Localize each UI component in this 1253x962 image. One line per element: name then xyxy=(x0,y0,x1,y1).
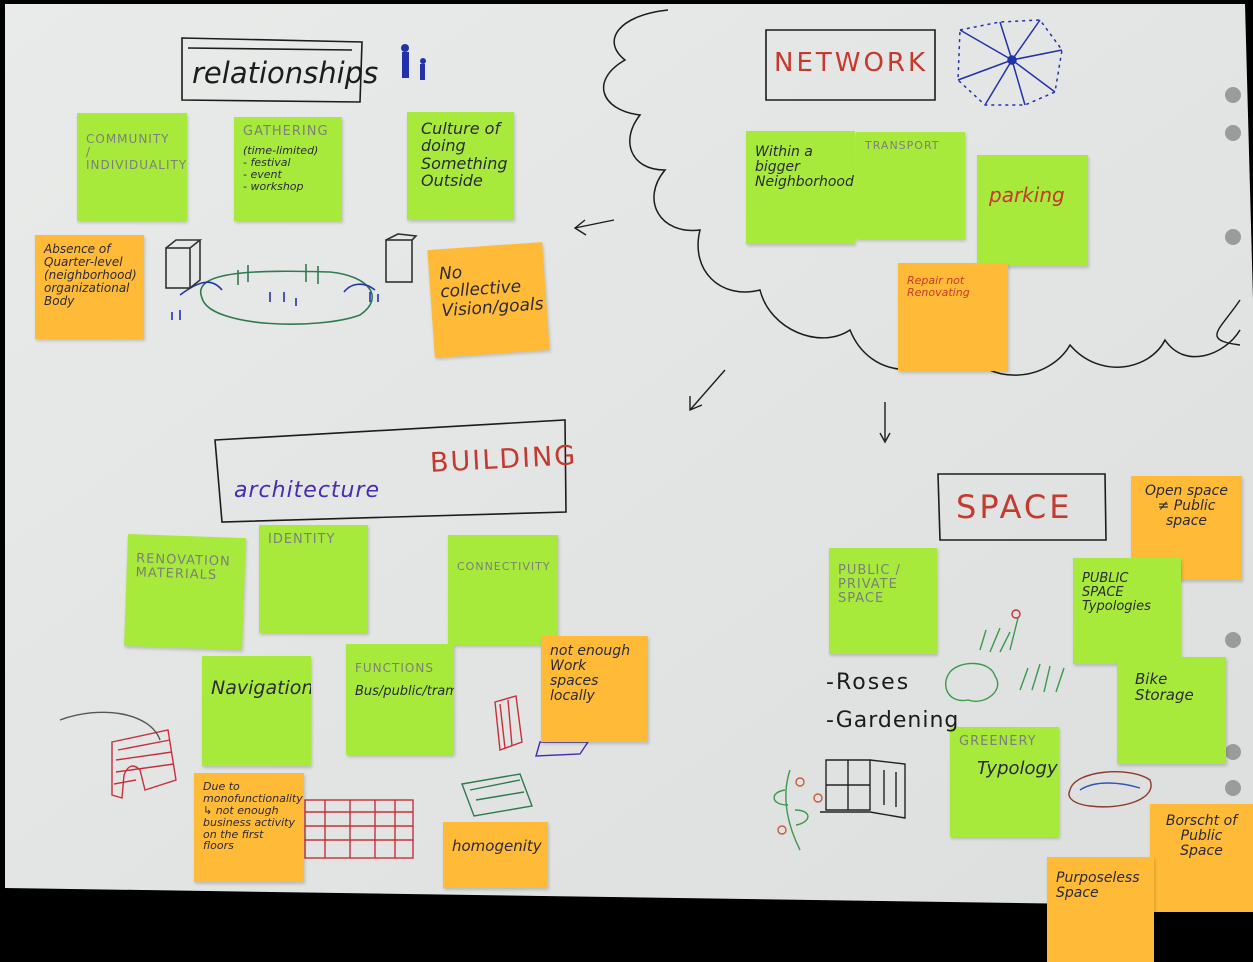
people-icon xyxy=(401,44,426,80)
note-not-enough-work: not enough Work spaces locally xyxy=(541,636,648,742)
relationships-box xyxy=(181,37,363,103)
heading-network: NETWORK xyxy=(774,48,929,78)
note-greenery-title: GREENERY xyxy=(959,734,1037,749)
note-bike-storage: Bike Storage xyxy=(1117,657,1226,764)
note-no-collective: No collective Vision/goals xyxy=(427,242,550,358)
note-gathering: GATHERING (time-limited) - festival - ev… xyxy=(234,117,342,221)
note-navigation: Navigation xyxy=(202,656,311,766)
garden-sketches xyxy=(773,609,1207,901)
heading-architecture: architecture xyxy=(234,478,381,503)
note-repair: Repair not Renovating xyxy=(898,263,1008,371)
note-transport: TRANSPORT xyxy=(856,132,965,239)
note-gathering-title: GATHERING xyxy=(243,124,329,139)
note-greenery-detail: Typology xyxy=(977,758,1058,780)
note-public-private: PUBLIC / PRIVATE SPACE xyxy=(829,548,937,654)
note-identity: IDENTITY xyxy=(259,525,368,633)
punch-holes xyxy=(1225,87,1241,796)
building-box xyxy=(214,419,567,523)
annotation-gardening: -Gardening xyxy=(826,708,960,733)
note-renovation: RENOVATION MATERIALS xyxy=(124,533,246,651)
note-monofunctionality: Due to monofunctionality ↳ not enough bu… xyxy=(194,773,304,882)
note-gathering-detail: (time-limited) - festival - event - work… xyxy=(243,144,319,193)
note-absence: Absence of Quarter-level (neighborhood) … xyxy=(35,235,144,339)
cloud-outline xyxy=(603,9,1241,376)
note-connectivity: CONNECTIVITY xyxy=(448,535,558,645)
note-community: COMMUNITY / INDIVIDUALITY xyxy=(77,113,187,221)
note-within: Within a bigger Neighborhood xyxy=(746,131,855,244)
note-functions: FUNCTIONS Bus/public/tram xyxy=(346,644,454,755)
building-sketches xyxy=(59,695,590,859)
network-box xyxy=(765,29,936,101)
heading-space: SPACE xyxy=(956,488,1073,526)
note-borscht: Borscht of Public Space xyxy=(1150,804,1253,912)
note-functions-title: FUNCTIONS xyxy=(355,661,434,675)
heading-relationships: relationships xyxy=(192,56,379,90)
annotation-roses: -Roses xyxy=(826,670,911,695)
gathering-sketch xyxy=(165,233,418,325)
note-purposeless: Purposeless Space xyxy=(1047,857,1154,962)
note-greenery: GREENERY Typology xyxy=(950,727,1059,837)
note-parking: parking xyxy=(977,155,1088,266)
note-culture: Culture of doing Something Outside xyxy=(407,112,514,220)
note-homogenity: homogenity xyxy=(443,822,548,888)
space-box xyxy=(937,473,1107,541)
note-typologies: PUBLIC SPACE Typologies xyxy=(1073,558,1181,664)
network-star-icon xyxy=(957,19,1063,106)
note-functions-detail: Bus/public/tram xyxy=(355,683,454,699)
